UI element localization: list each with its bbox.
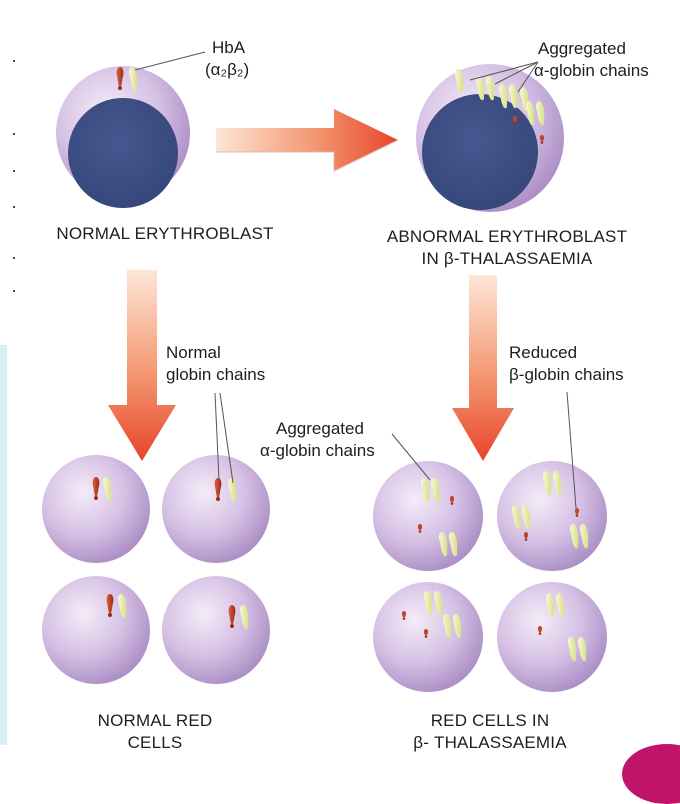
normal-globin-label-line2: globin chains bbox=[166, 365, 266, 384]
hba-label: HbA bbox=[212, 38, 246, 57]
normal-globin-leader-lines bbox=[214, 392, 234, 484]
thalassaemia-diagram bbox=[42, 51, 607, 692]
reduced-leader-line bbox=[566, 391, 577, 509]
normal-red-cell-3 bbox=[42, 576, 150, 684]
aggregated-mid-leader-line bbox=[391, 433, 431, 481]
caption-abnormal-erythroblast-line2: IN β-THALASSAEMIA bbox=[421, 249, 593, 268]
abnormal-erythroblast bbox=[416, 64, 564, 212]
aggregated-mid-label-line1: Aggregated bbox=[276, 419, 364, 438]
normal-red-cell-4 bbox=[162, 576, 270, 684]
reduced-label-line1: Reduced bbox=[509, 343, 578, 362]
thal-red-cell-3 bbox=[373, 582, 483, 692]
left-edge-strip bbox=[0, 345, 7, 745]
caption-normal-red-line1: NORMAL RED bbox=[97, 711, 213, 730]
aggregated-top-label-line1: Aggregated bbox=[538, 39, 626, 58]
reduced-label-line2: β-globin chains bbox=[509, 365, 624, 384]
edge-dot bbox=[13, 290, 15, 292]
edge-dot bbox=[13, 60, 15, 62]
edge-dot bbox=[13, 206, 15, 208]
normal-erythroblast bbox=[56, 66, 190, 208]
edge-dot bbox=[13, 133, 15, 135]
arrow-down-left bbox=[108, 270, 176, 461]
thal-red-cell-1 bbox=[373, 461, 483, 571]
normal-globin-label-line1: Normal bbox=[166, 343, 221, 362]
normal-red-cell-2 bbox=[162, 455, 270, 563]
caption-abnormal-erythroblast-line1: ABNORMAL ERYTHROBLAST bbox=[386, 227, 628, 246]
caption-thal-red-line2: β- THALASSAEMIA bbox=[413, 733, 567, 752]
edge-dot bbox=[13, 170, 15, 172]
hba-leader-line bbox=[134, 51, 206, 71]
aggregated-mid-label-line2: α-globin chains bbox=[260, 441, 375, 460]
arrow-down-right bbox=[452, 275, 514, 461]
hba-formula-label: (α₂β₂) bbox=[205, 60, 250, 79]
edge-dot bbox=[13, 257, 15, 259]
arrow-right bbox=[216, 109, 399, 173]
aggregated-top-leader-lines bbox=[469, 61, 539, 93]
thal-red-cell-2 bbox=[497, 461, 607, 571]
aggregated-top-label-line2: α-globin chains bbox=[534, 61, 649, 80]
normal-red-cell-1 bbox=[42, 455, 150, 563]
caption-normal-red-line2: CELLS bbox=[127, 733, 183, 752]
thal-red-cell-4 bbox=[497, 582, 607, 692]
caption-thal-red-line1: RED CELLS IN bbox=[430, 711, 550, 730]
caption-normal-erythroblast: NORMAL ERYTHROBLAST bbox=[56, 224, 274, 243]
